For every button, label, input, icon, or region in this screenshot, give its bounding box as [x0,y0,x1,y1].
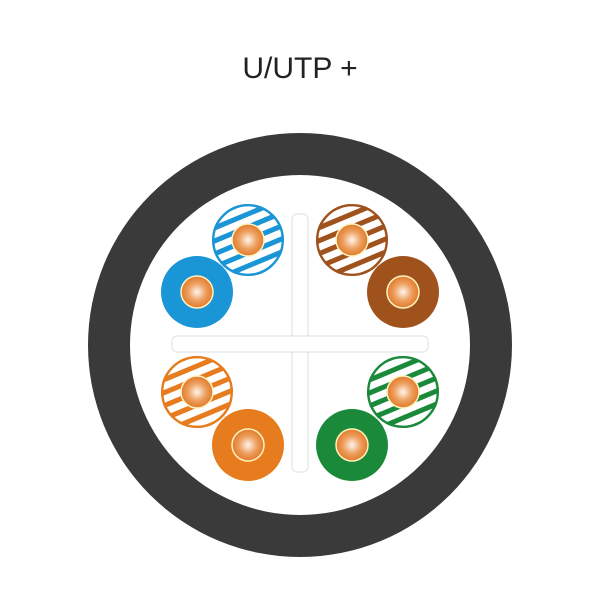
copper-conductor [180,275,214,309]
green-solid-wire [316,409,388,481]
copper-conductor [180,375,214,409]
copper-conductor [231,428,265,462]
copper-conductor [335,428,369,462]
orange-striped-wire [160,356,233,429]
cable-type-title: U/UTP + [242,52,358,85]
copper-conductor [335,223,369,257]
brown-solid-wire [367,256,439,328]
blue-striped-wire [211,203,284,276]
copper-conductor [386,275,420,309]
orange-solid-wire [212,409,284,481]
blue-solid-wire [161,256,233,328]
green-striped-wire [367,356,440,429]
copper-conductor [231,223,265,257]
brown-striped-wire [316,203,389,276]
cross-separator [171,213,429,473]
copper-conductor [386,375,420,409]
